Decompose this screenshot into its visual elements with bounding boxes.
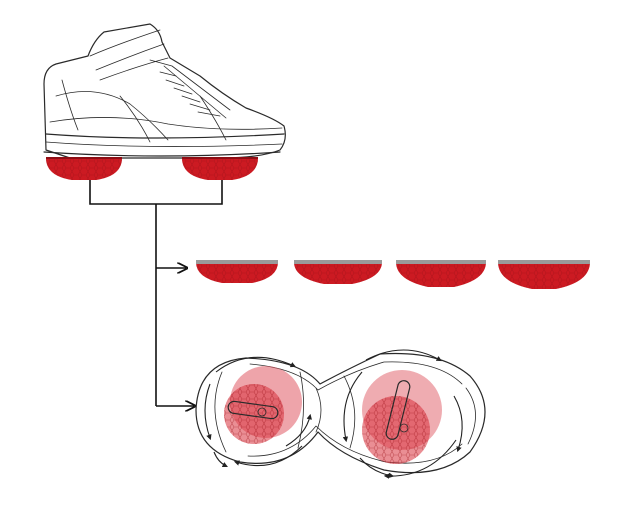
rotation-arrow-icon [204, 349, 463, 479]
sole-variant-1 [196, 260, 278, 283]
rotating-sole-outline [195, 352, 486, 474]
rotating-plate-icon [227, 380, 411, 440]
connector-lines [89, 180, 223, 406]
shoe-rear-sole-pod [46, 157, 122, 180]
shoe-outline-icon [43, 23, 286, 159]
sole-variant-2 [294, 260, 382, 284]
rear-rotation-discs [224, 366, 302, 444]
sole-variant-3 [396, 260, 486, 287]
sole-variant-4 [498, 260, 590, 289]
front-rotation-discs [362, 370, 442, 464]
shoe-front-sole-pod [182, 157, 258, 180]
